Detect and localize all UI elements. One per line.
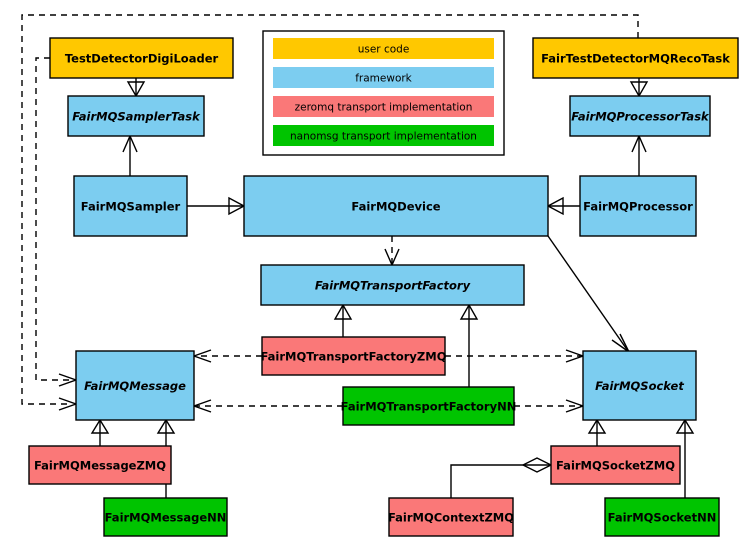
class-box-FairMQTransportFactoryNN[interactable]: FairMQTransportFactoryNN [341, 386, 517, 426]
class-box-FairMQMessage[interactable]: FairMQMessage [75, 350, 195, 421]
legend-swatch [273, 125, 494, 146]
legend: user code framework zeromq transport imple… [262, 30, 505, 156]
class-box-FairMQProcessorTask[interactable]: FairMQProcessorTask [569, 95, 711, 137]
class-box-rect [243, 175, 549, 237]
class-box-label: FairTestDetectorMQRecoTask [541, 52, 730, 66]
class-box-FairMQContextZMQ[interactable]: FairMQContextZMQ [388, 497, 514, 537]
class-box-label: FairMQContextZMQ [388, 511, 514, 525]
legend-label: zeromq transport implementation [295, 102, 473, 114]
class-box-rect [103, 497, 228, 537]
class-box-TestDetectorDigiLoader[interactable]: TestDetectorDigiLoader [49, 37, 234, 79]
class-box-rect [75, 350, 195, 421]
class-box-rect [604, 497, 720, 537]
class-box-label: TestDetectorDigiLoader [65, 52, 219, 66]
class-box-rect [579, 175, 697, 237]
arrowhead-tfnn-to-transportfactory [459, 303, 479, 320]
arrowhead-socketzmq-to-socket [587, 418, 607, 434]
class-box-label: FairMQSampler [81, 200, 181, 214]
class-box-rect [49, 37, 234, 79]
arrowhead-messagenn-to-message [156, 418, 176, 434]
class-box-rect [582, 350, 697, 421]
class-box-rect [532, 37, 739, 79]
edge-contextzmq-to-socketzmq [450, 464, 551, 498]
legend-label: nanomsg transport implementation [290, 131, 477, 143]
class-box-label: FairMQMessageZMQ [34, 459, 166, 473]
legend-swatch [273, 38, 494, 59]
class-box-FairTestDetectorMQRecoTask[interactable]: FairTestDetectorMQRecoTask [532, 37, 739, 79]
class-box-FairMQSocketNN[interactable]: FairMQSocketNN [604, 497, 720, 537]
class-box-label: FairMQSamplerTask [72, 110, 201, 124]
class-box-label: FairMQProcessorTask [571, 110, 710, 124]
edge-layer [21, 14, 695, 498]
class-box-label: FairMQSocketNN [608, 511, 717, 525]
class-box-rect [28, 445, 172, 485]
class-box-rect [388, 497, 514, 537]
legend-swatch [273, 67, 494, 88]
legend-items: user code framework zeromq transport imple… [273, 38, 494, 146]
legend-item-2: zeromq transport implementation [273, 96, 494, 117]
class-box-label: FairMQTransportFactoryNN [341, 400, 517, 414]
class-box-rect [67, 95, 205, 137]
legend-label: user code [358, 44, 410, 56]
class-box-FairMQSocketZMQ[interactable]: FairMQSocketZMQ [550, 445, 681, 485]
legend-item-0: user code [273, 38, 494, 59]
arrowhead-sampler-to-device [228, 196, 246, 216]
edge-recotask-to-message [21, 14, 639, 405]
class-box-label: FairMQSocket [595, 379, 684, 393]
arrowhead-socketnn-to-socket [675, 418, 695, 434]
arrowhead-digiloader-to-samplertask [126, 81, 146, 98]
node-layer: TestDetectorDigiLoader FairTestDetectorMQ… [28, 37, 739, 537]
arrowhead-processor-to-device [546, 196, 564, 216]
class-box-label: FairMQDevice [351, 200, 440, 214]
edge-digiloader-to-message [35, 57, 69, 381]
class-box-FairMQSocket[interactable]: FairMQSocket [582, 350, 697, 421]
class-box-rect [569, 95, 711, 137]
class-box-FairMQProcessor[interactable]: FairMQProcessor [579, 175, 697, 237]
class-box-rect [73, 175, 188, 237]
arrowhead-recotask-to-processortask [629, 81, 649, 98]
class-box-rect [260, 264, 525, 306]
legend-swatch [273, 96, 494, 117]
class-box-FairMQMessageNN[interactable]: FairMQMessageNN [103, 497, 228, 537]
class-box-label: FairMQTransportFactory [315, 279, 471, 293]
class-box-rect [550, 445, 681, 485]
class-box-label: FairMQSocketZMQ [556, 459, 675, 473]
class-box-label: FairMQMessage [84, 379, 186, 393]
arrowhead-tfzmq-to-transportfactory [333, 303, 353, 320]
diamond-contextzmq-to-socketzmq [521, 457, 553, 473]
class-box-rect [342, 386, 515, 426]
class-box-label: FairMQMessageNN [105, 511, 227, 525]
class-box-FairMQSamplerTask[interactable]: FairMQSamplerTask [67, 95, 205, 137]
legend-label: framework [355, 73, 412, 85]
class-box-FairMQTransportFactoryZMQ[interactable]: FairMQTransportFactoryZMQ [260, 336, 447, 376]
class-box-FairMQSampler[interactable]: FairMQSampler [73, 175, 188, 237]
class-box-rect [261, 336, 446, 376]
legend-item-1: framework [273, 67, 494, 88]
legend-item-3: nanomsg transport implementation [273, 125, 494, 146]
class-box-label: FairMQProcessor [583, 200, 693, 214]
edge-device-to-socket [547, 235, 629, 352]
class-box-FairMQDevice[interactable]: FairMQDevice [243, 175, 549, 237]
arrowhead-messagezmq-to-message [90, 418, 110, 434]
class-box-label: FairMQTransportFactoryZMQ [260, 350, 446, 364]
class-box-FairMQMessageZMQ[interactable]: FairMQMessageZMQ [28, 445, 172, 485]
class-box-FairMQTransportFactory[interactable]: FairMQTransportFactory [260, 264, 525, 306]
